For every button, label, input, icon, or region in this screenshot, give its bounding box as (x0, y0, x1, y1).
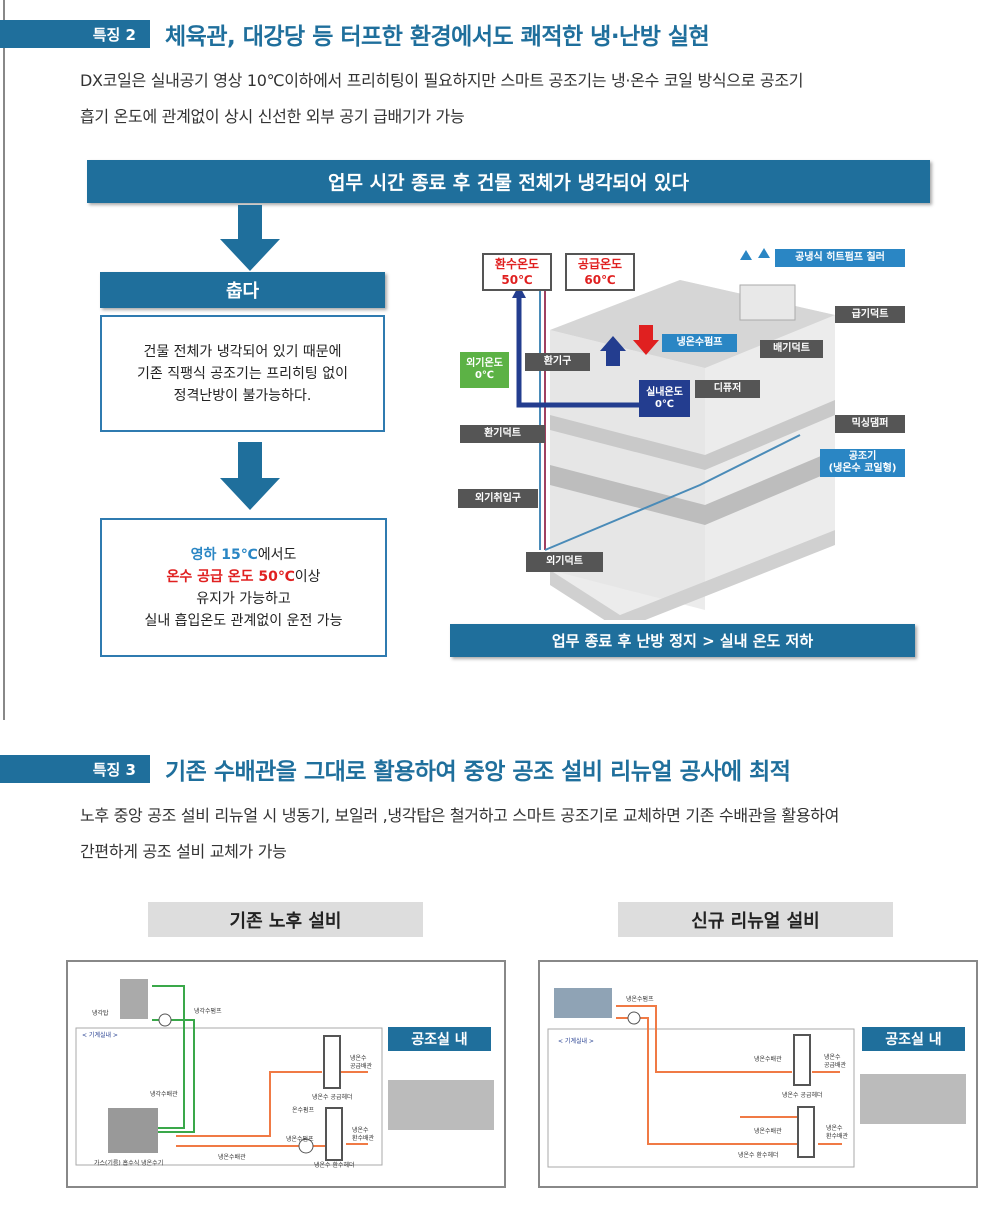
label: 냉각수펌프 (194, 1008, 222, 1015)
old-equipment-label: 기존 노후 설비 (148, 902, 423, 937)
text: 에서도 (257, 546, 297, 563)
section-description: DX코일은 실내공기 영상 10℃이하에서 프리히팅이 필요하지만 스마트 공조… (80, 63, 803, 135)
ahu-icon (860, 1074, 966, 1124)
description-line: DX코일은 실내공기 영상 10℃이하에서 프리히팅이 필요하지만 스마트 공조… (80, 71, 804, 90)
highlight-supply-temp: 온수 공급 온도 50℃ (166, 568, 295, 585)
section-description: 노후 중앙 공조 설비 리뉴얼 시 냉동기, 보일러 ,냉각탑은 철거하고 스마… (80, 798, 839, 870)
label: 냉온수 환수헤더 (738, 1152, 779, 1159)
new-piping-diagram (547, 988, 966, 1168)
highlight-temp: 영하 15℃ (190, 546, 258, 563)
label: 가스(기름) 흡수식 냉온수기 (94, 1160, 164, 1167)
ahu-label: 공조기(냉온수 코일형) (820, 449, 905, 477)
top-banner: 업무 시간 종료 후 건물 전체가 냉각되어 있다 (87, 160, 930, 203)
mixing-damper-label: 믹싱댐퍼 (835, 415, 905, 433)
supply-duct-label: 급기덕트 (835, 306, 905, 323)
label: 냉온수배관 (754, 1128, 782, 1135)
pump-label: 냉온수펌프 (662, 334, 737, 352)
down-arrow-icon (220, 442, 280, 510)
text: 이상 (294, 568, 321, 585)
label: 냉온수 환수헤더 (314, 1162, 355, 1169)
heat-pump-chiller-icon (554, 988, 612, 1018)
problem-line: 정격난방이 불가능하다. (173, 387, 312, 404)
section-title: 기존 수배관을 그대로 활용하여 중앙 공조 설비 리뉴얼 공사에 최적 (165, 759, 791, 785)
new-equipment-label: 신규 리뉴얼 설비 (618, 902, 893, 937)
ahu-room-label: 공조실 내 (862, 1027, 965, 1051)
problem-line: 건물 전체가 냉각되어 있기 때문에 (143, 343, 342, 360)
diffuser-label: 디퓨저 (695, 380, 760, 398)
label: 냉각수배관 (150, 1091, 178, 1098)
exhaust-duct-label: 배기덕트 (760, 340, 823, 358)
problem-line: 기존 직팽식 공조기는 프리히팅 없이 (137, 365, 348, 382)
vent-label: 환기구 (525, 353, 590, 371)
text: 유지가 가능하고 (196, 590, 291, 607)
old-piping-diagram (75, 979, 494, 1166)
ahu-room-label: 공조실 내 (388, 1027, 491, 1051)
section-title: 체육관, 대강당 등 터프한 환경에서도 쾌적한 냉·난방 실현 (165, 24, 710, 50)
label: 냉온수배관 (754, 1056, 782, 1063)
description-line: 흡기 온도에 관계없이 상시 신선한 외부 공기 급배기가 가능 (80, 107, 465, 126)
absorber-icon (108, 1108, 158, 1153)
machine-room-label: < 기계실내 > (558, 1038, 594, 1045)
label: 냉온수펌프 (626, 996, 654, 1003)
description-line: 노후 중앙 공조 설비 리뉴얼 시 냉동기, 보일러 ,냉각탑은 철거하고 스마… (80, 806, 840, 825)
bottom-banner: 업무 종료 후 난방 정지 > 실내 온도 저하 (450, 624, 915, 657)
cold-label: 춥다 (100, 272, 385, 308)
page-edge-line (3, 0, 5, 720)
description-line: 간편하게 공조 설비 교체가 가능 (80, 842, 287, 861)
cooling-tower-icon (120, 979, 148, 1019)
outdoor-duct-label: 외기덕트 (526, 552, 603, 572)
solution-box: 영하 15℃에서도 온수 공급 온도 50℃이상 유지가 가능하고 실내 흡입온… (100, 518, 387, 657)
label: 냉온수펌프 (286, 1136, 314, 1143)
label: 냉온수 공급헤더 (312, 1094, 353, 1101)
feature-tag: 특징 2 (0, 20, 150, 48)
label: 냉온수 공급헤더 (782, 1092, 823, 1099)
chiller-label: 공냉식 히트펌프 칠러 (775, 249, 905, 267)
feature-tag: 특징 3 (0, 755, 150, 783)
problem-box: 건물 전체가 냉각되어 있기 때문에 기존 직팽식 공조기는 프리히팅 없이 정… (100, 315, 385, 432)
machine-room-label: < 기계실내 > (82, 1032, 118, 1039)
return-duct-label: 환기덕트 (460, 425, 545, 443)
ahu-icon (388, 1080, 494, 1130)
old-system-diagram: 공조실 내 < 기계실내 > 냉각탑 냉각수펌프 냉각수배관 가스(기름) 흡수… (66, 960, 506, 1188)
down-arrow-icon (220, 205, 280, 271)
text: 실내 흡입온도 관계없이 운전 가능 (144, 612, 343, 629)
intake-label: 외기취입구 (458, 489, 538, 508)
building-illustration (512, 248, 835, 620)
label: 온수펌프 (292, 1107, 315, 1114)
label: 냉각탑 (92, 1010, 109, 1017)
label: 냉온수배관 (218, 1154, 246, 1161)
